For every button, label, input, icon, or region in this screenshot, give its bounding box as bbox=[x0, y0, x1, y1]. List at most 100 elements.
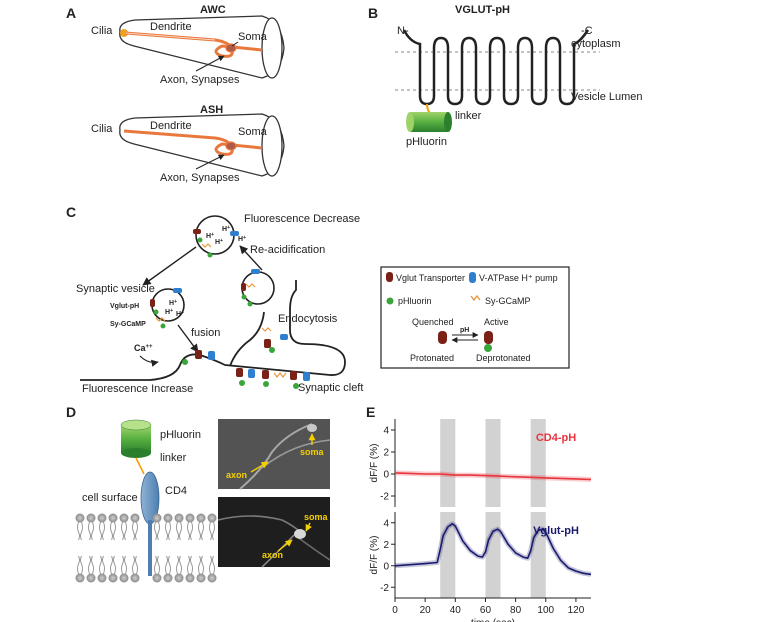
lipid-head bbox=[152, 513, 162, 523]
lipid-tail bbox=[198, 555, 201, 575]
lipid-tail bbox=[179, 521, 182, 541]
x-tick-label: 40 bbox=[450, 605, 462, 616]
lipid-tail bbox=[88, 555, 91, 575]
lipid-tail bbox=[102, 555, 105, 575]
fluor-increase-label: Fluorescence Increase bbox=[82, 383, 193, 395]
legend-vglut-label: Vglut Transporter bbox=[396, 273, 465, 283]
y-tick-label: 0 bbox=[383, 470, 389, 481]
lipid-head bbox=[185, 573, 195, 583]
bottom-soma-label: soma bbox=[304, 512, 329, 522]
synaptic-vesicle bbox=[150, 288, 185, 329]
vglut-ph-label: Vglut-pH bbox=[110, 303, 139, 310]
x-tick-label: 60 bbox=[480, 605, 492, 616]
lipid-head bbox=[86, 573, 96, 583]
awc-axon-label: Axon, Synapses bbox=[160, 74, 240, 86]
cd4-label: CD4 bbox=[165, 485, 187, 497]
ash-title: ASH bbox=[200, 104, 223, 116]
proton-2: H+ bbox=[206, 232, 214, 240]
y-tick-label: 4 bbox=[383, 426, 389, 437]
lipid-tail bbox=[99, 521, 102, 541]
awc-cilia-mark bbox=[120, 29, 128, 37]
series-name-label: Vglut-pH bbox=[533, 525, 579, 537]
fluorescence-image-top bbox=[218, 419, 331, 490]
lipid-tail bbox=[209, 521, 212, 541]
lipid-tail bbox=[201, 555, 204, 575]
x-tick-label: 120 bbox=[568, 605, 585, 616]
legend-sygcamp-label: Sy-GCaMP bbox=[485, 296, 531, 306]
lipid-tail bbox=[157, 555, 160, 575]
legend-protonated-label: Protonated bbox=[410, 353, 454, 363]
arrow-vesicle-to-left bbox=[142, 246, 197, 286]
lipid-tail bbox=[198, 521, 201, 541]
cd4-linker-label: linker bbox=[160, 452, 187, 464]
lipid-tail bbox=[91, 555, 94, 575]
series-line bbox=[394, 472, 592, 481]
phluorin-barrel bbox=[406, 112, 452, 132]
lipid-head bbox=[196, 513, 206, 523]
lipid-head bbox=[97, 573, 107, 583]
proton-7: H+ bbox=[176, 310, 184, 318]
legend-vatpase-label: V-ATPase H⁺ pump bbox=[479, 273, 558, 283]
lipid-tail bbox=[135, 521, 138, 541]
lipid-tail bbox=[121, 555, 124, 575]
lipid-tail bbox=[88, 521, 91, 541]
panel-b-letter: B bbox=[368, 5, 378, 21]
arrow-calcium bbox=[139, 355, 159, 367]
vglut-title: VGLUT-pH bbox=[455, 4, 510, 16]
vglut-phluorin-label: pHluorin bbox=[406, 136, 447, 148]
cytoplasm-label: cytoplasm bbox=[571, 38, 621, 50]
stimulus-window bbox=[530, 512, 546, 598]
lipid-tail bbox=[190, 555, 193, 575]
panel-d: D pHluorin linker CD4 cell surface axon … bbox=[66, 404, 331, 583]
legend-sygcamp-swatch bbox=[470, 294, 481, 302]
legend-phluorin-label: pHluorin bbox=[398, 296, 432, 306]
awc-cilia-label: Cilia bbox=[91, 25, 113, 37]
lipid-tail bbox=[99, 555, 102, 575]
lipid-tail bbox=[124, 521, 127, 541]
endocytosis-label: Endocytosis bbox=[278, 313, 338, 325]
lipid-head bbox=[75, 573, 85, 583]
lipid-head bbox=[174, 573, 184, 583]
lipid-head bbox=[130, 573, 140, 583]
n-terminus-label: N- bbox=[397, 25, 409, 37]
top-axon-label: axon bbox=[226, 470, 247, 480]
panel-a-letter: A bbox=[66, 5, 76, 21]
legend-active-label: Active bbox=[484, 317, 509, 327]
lipid-tail bbox=[154, 521, 157, 541]
cell-surface-label: cell surface bbox=[82, 492, 138, 504]
lipid-tail bbox=[168, 555, 171, 575]
lipid-head bbox=[185, 513, 195, 523]
panel-e-letter: E bbox=[366, 404, 375, 420]
x-tick-label: 20 bbox=[420, 605, 432, 616]
y-tick-label: 0 bbox=[383, 561, 389, 572]
fusion-label: fusion bbox=[191, 327, 220, 339]
vglut-membrane-loops bbox=[402, 29, 590, 106]
lipid-head bbox=[108, 513, 118, 523]
stimulus-window bbox=[485, 512, 501, 598]
lipid-head bbox=[97, 513, 107, 523]
bottom-axon-label: axon bbox=[262, 550, 283, 560]
awc-soma-label: Soma bbox=[238, 31, 268, 43]
lipid-tail bbox=[209, 555, 212, 575]
synaptic-cleft-label: Synaptic cleft bbox=[298, 382, 363, 394]
series-line bbox=[394, 522, 592, 576]
ash-dendrite-label: Dendrite bbox=[150, 120, 192, 132]
membrane-proteins bbox=[182, 327, 310, 389]
y-tick-label: 4 bbox=[383, 518, 389, 529]
lipid-tail bbox=[176, 555, 179, 575]
bottom-axon-arrow bbox=[277, 539, 293, 552]
fluor-decrease-label: Fluorescence Decrease bbox=[244, 213, 360, 225]
bottom-soma-arrow bbox=[305, 522, 312, 532]
ash-neuron-diagram bbox=[119, 113, 285, 177]
endocytic-neck bbox=[229, 311, 265, 367]
lipid-tail bbox=[121, 521, 124, 541]
lipid-tail bbox=[157, 521, 160, 541]
calcium-label: Ca++ bbox=[134, 343, 153, 353]
lipid-tail bbox=[165, 555, 168, 575]
legend-vatpase-swatch bbox=[469, 272, 476, 283]
legend-deprotonated-label: Deprotonated bbox=[476, 353, 531, 363]
y-tick-label: -2 bbox=[380, 583, 389, 594]
